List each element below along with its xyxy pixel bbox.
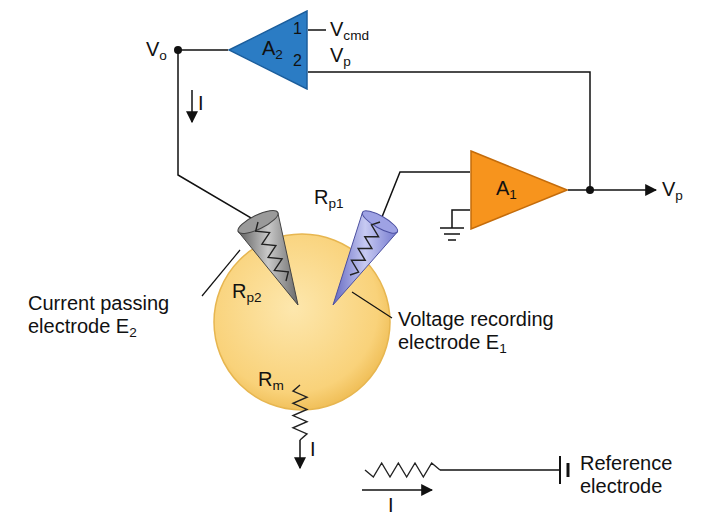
electrode-label: Reference electrode xyxy=(580,452,692,498)
junction-dot xyxy=(174,46,182,54)
voltage-label: Vo xyxy=(146,38,167,63)
current-arrow xyxy=(191,90,193,122)
pin-number: 2 xyxy=(293,52,302,70)
current-label: I xyxy=(198,92,204,115)
resistor-symbol xyxy=(365,463,440,477)
reference-wire xyxy=(440,469,560,471)
output-wire xyxy=(178,50,258,222)
amplifier-label: A1 xyxy=(496,177,517,203)
signal-name: Vp xyxy=(662,178,683,203)
resistor-symbol xyxy=(350,222,380,275)
battery-symbol xyxy=(560,456,568,484)
electrode-label: Voltage recording electrode E1 xyxy=(398,308,576,356)
signal-name: Vcmd xyxy=(330,18,369,43)
current-label: I xyxy=(310,438,316,461)
output-arrow xyxy=(590,189,656,191)
pin-number: 1 xyxy=(293,20,302,38)
input-wire xyxy=(380,172,470,222)
leader-line xyxy=(352,292,392,318)
triangle-outline xyxy=(470,150,568,230)
command-wire xyxy=(308,29,326,31)
resistor-symbol xyxy=(256,222,289,281)
current-label: I xyxy=(388,494,394,517)
feedback-wire xyxy=(308,72,590,190)
resistance-label: Rp1 xyxy=(314,186,344,211)
ground-symbol xyxy=(440,228,464,240)
current-arrow xyxy=(362,489,432,491)
amplifier-a1: A1 xyxy=(470,150,568,230)
resistance-label: Rp2 xyxy=(232,280,262,305)
amplifier-label: A2 xyxy=(262,37,283,63)
resistance-label: Rm xyxy=(258,368,284,393)
amplifier-triangle xyxy=(471,151,567,229)
electrode-label: Current passing electrode E2 xyxy=(28,292,200,340)
amplifier-triangle xyxy=(229,11,307,89)
voltage-electrode xyxy=(333,207,400,305)
current-arrow xyxy=(299,440,301,468)
resistor-symbol xyxy=(293,385,307,440)
signal-name: Vp xyxy=(330,44,351,69)
ground-wire xyxy=(452,210,470,228)
